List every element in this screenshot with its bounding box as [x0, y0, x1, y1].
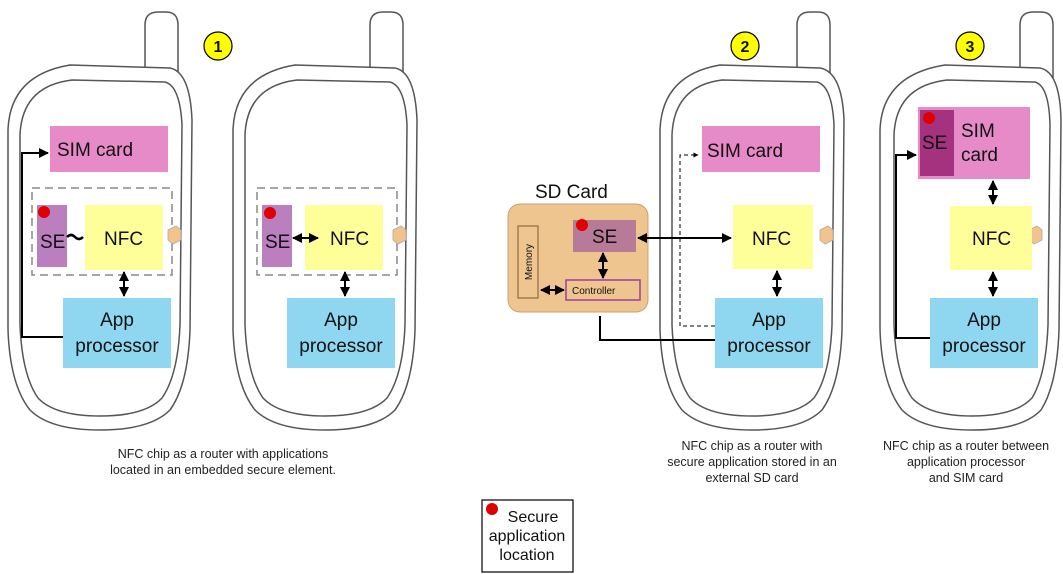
app-label-2: processor: [727, 336, 811, 357]
badge-2: 2: [730, 31, 760, 61]
sd-card-title: SD Card: [535, 182, 608, 203]
app-label-1: App: [324, 310, 358, 331]
svg-text:located in an embedded secure: located in an embedded secure element.: [110, 463, 336, 477]
sim-card: [50, 126, 168, 172]
caption-2: NFC chip as a router with secure applica…: [667, 439, 837, 485]
legend-dot: [486, 503, 498, 515]
svg-text:2: 2: [741, 39, 750, 56]
phone-bezel: [893, 79, 1051, 417]
nfc-chip: [85, 205, 163, 270]
svg-text:3: 3: [966, 39, 975, 56]
legend: Secure application location: [481, 499, 574, 573]
phone-bezel: [244, 79, 408, 417]
sim-label: SIM card: [57, 140, 133, 161]
nfc-label: NFC: [972, 229, 1011, 250]
phone-3: SIM card NFC App processor: [599, 11, 845, 431]
app-label-1: App: [100, 310, 134, 331]
sim-label: SIM card: [707, 141, 783, 162]
caption-1: NFC chip as a router with applications l…: [110, 447, 336, 477]
svg-text:NFC chip as a router between: NFC chip as a router between: [883, 439, 1049, 453]
svg-text:NFC chip as a router with appl: NFC chip as a router with applications: [118, 447, 329, 461]
svg-text:NFC chip as a router with: NFC chip as a router with: [681, 439, 822, 453]
legend-line-1: Secure: [508, 509, 559, 526]
secure-app-dot: [38, 206, 50, 218]
svg-text:and SIM card: and SIM card: [929, 471, 1003, 485]
app-processor: [930, 298, 1038, 368]
svg-text:application processor: application processor: [907, 455, 1025, 469]
phone-bezel: [671, 79, 835, 417]
app-processor: [63, 298, 171, 368]
app-label-1: App: [967, 310, 1001, 331]
caption-3: NFC chip as a router between application…: [883, 439, 1049, 485]
se-label: SE: [922, 133, 947, 154]
sim-label-2: card: [961, 145, 998, 166]
svg-text:1: 1: [214, 39, 223, 56]
legend-line-3: location: [499, 547, 554, 564]
app-processor: [287, 298, 395, 368]
badge-3: 3: [955, 31, 985, 61]
phone-4: SE SIM card NFC App processor: [879, 11, 1062, 431]
coil-icon: [392, 225, 407, 245]
memory-label: Memory: [524, 244, 535, 280]
memory-block: [517, 225, 539, 299]
se-nfc-link: [66, 233, 84, 241]
app-label-2: processor: [942, 336, 1026, 357]
se-label: SE: [265, 232, 290, 253]
coil-icon: [167, 225, 182, 245]
svg-text:secure application stored in a: secure application stored in an: [667, 455, 837, 469]
controller-label: Controller: [572, 286, 616, 297]
sim-label-1: SIM: [961, 121, 995, 142]
phone-1: SIM card SE NFC App processor: [7, 11, 193, 431]
nfc-label: NFC: [752, 229, 791, 250]
badge-1: 1: [203, 31, 233, 61]
phone-bezel: [19, 79, 183, 417]
nfc-chip: [733, 205, 813, 269]
sim-card: [702, 126, 820, 172]
app-label-2: processor: [299, 336, 383, 357]
secure-app-dot: [576, 219, 588, 231]
se-label: SE: [40, 232, 65, 253]
app-label-2: processor: [75, 336, 159, 357]
app-processor: [715, 298, 823, 368]
legend-line-2: application: [489, 528, 566, 545]
svg-text:external SD card: external SD card: [705, 471, 798, 485]
secure-app-dot: [264, 207, 276, 219]
secure-app-dot: [923, 112, 935, 124]
coil-icon: [819, 225, 834, 245]
nfc-chip: [950, 206, 1032, 270]
app-sim-link: [895, 150, 930, 339]
app-sim-link: [21, 148, 63, 338]
app-label-1: App: [752, 310, 786, 331]
sd-card: SD Card Memory SE Controller: [507, 182, 732, 313]
sd-app-link: [599, 316, 715, 341]
sd-se-label: SE: [592, 227, 617, 248]
controller-block: [565, 279, 641, 301]
phone-2: SE NFC App processor: [232, 11, 418, 431]
nfc-label: NFC: [330, 229, 369, 250]
nfc-label: NFC: [104, 229, 143, 250]
